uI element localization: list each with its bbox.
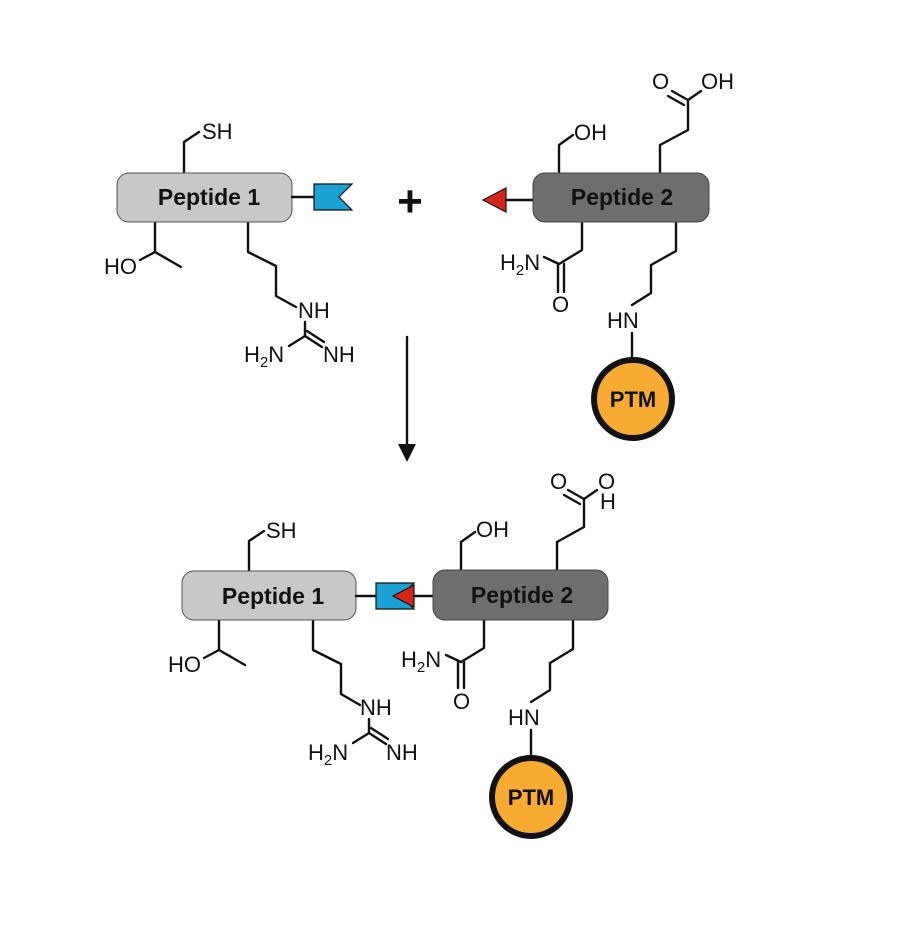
imine-label: NH [386, 740, 418, 765]
guanidine-double-bond-a [303, 334, 324, 349]
cys-side-chain-bond [247, 529, 266, 573]
plus-sign: + [397, 177, 423, 226]
lys-side-chain-bond [630, 220, 678, 307]
glu-hydroxyl-bond [686, 89, 703, 102]
amine-label: H2N [244, 342, 284, 371]
glu-hydroxyl-label: OH [701, 69, 734, 94]
hydroxyl-label: HO [168, 652, 201, 677]
red-triangle-tag-icon [481, 187, 507, 213]
peptide-1-label: Peptide 1 [222, 583, 324, 609]
asn-side-chain-bond [557, 220, 584, 266]
lys-hn-label: HN [508, 705, 540, 730]
glu-carbonyl-bond-b [666, 94, 686, 107]
peptide-2-label: Peptide 2 [471, 582, 573, 608]
asn-amide-n-bond [444, 653, 463, 664]
peptide-1-label: Peptide 1 [158, 184, 260, 210]
ser-hydroxyl-label: OH [574, 120, 607, 145]
ser-side-chain-bond [459, 530, 477, 572]
thr-side-chain-bond [138, 220, 157, 262]
ptm-label: PTM [508, 785, 554, 810]
guanidine-double-bond-a [367, 731, 388, 746]
peptide-2-box [432, 569, 609, 621]
product-peptide-2: OH O O H H2N O HN PTM Peptide 2 [401, 469, 616, 839]
product-peptide-1: SH HO NH H2N NH Peptide 1 [168, 518, 418, 769]
reactant-peptide-1: SH HO NH H2N NH Peptide 1 [104, 119, 355, 371]
guanidine-double-bond-b [305, 329, 326, 344]
glu-hydroxyl-bond [582, 488, 599, 501]
lys-side-chain-bond [529, 618, 575, 704]
arg-nh-label: NH [360, 695, 392, 720]
lys-hn-label: HN [607, 308, 639, 333]
thr-methyl-bond [153, 250, 183, 269]
arg-side-chain-bond [246, 220, 298, 309]
blue-flag-tag-icon [313, 183, 354, 211]
reaction-arrow [398, 335, 416, 462]
asn-amide-n-bond [542, 255, 561, 266]
asn-amide-label: H2N [500, 250, 540, 279]
down-arrow-icon [398, 444, 416, 462]
glu-hydroxyl-h-label: H [600, 489, 616, 514]
hydroxyl-label: HO [104, 254, 137, 279]
peptide-2-box [532, 172, 710, 223]
guanidine-left-bond [287, 334, 307, 348]
cys-side-chain-bond [182, 130, 201, 175]
ptm-circle [591, 357, 675, 441]
peptide-2-label: Peptide 2 [571, 184, 673, 210]
thiol-label: SH [266, 518, 297, 543]
asn-side-chain-bond [459, 618, 486, 664]
glu-hydroxyl-o-label: O [598, 469, 615, 494]
ser-hydroxyl-label: OH [476, 517, 509, 542]
thiol-label: SH [202, 119, 233, 144]
ligation-junction [354, 582, 435, 610]
glu-carbonyl-bond-b [562, 493, 582, 506]
thr-methyl-bond [217, 648, 247, 667]
glu-side-chain-bond [658, 98, 690, 175]
glu-carbonyl-bond-a [670, 89, 690, 102]
ptm-circle [489, 755, 573, 839]
asn-carbonyl-o-label: O [552, 292, 569, 317]
amine-label: H2N [308, 740, 348, 769]
guanidine-left-bond [351, 731, 371, 745]
glu-carbonyl-o-label: O [550, 469, 567, 494]
arg-nh-label: NH [298, 298, 330, 323]
reactant-peptide-2: OH O OH H2N O HN PTM Peptide 2 [481, 69, 734, 441]
glu-side-chain-bond [555, 497, 586, 572]
arg-side-chain-bond [311, 618, 362, 707]
glu-carbonyl-bond-a [566, 488, 586, 501]
ser-side-chain-bond [557, 133, 575, 175]
imine-label: NH [323, 342, 355, 367]
glu-carbonyl-o-label: O [652, 69, 669, 94]
asn-carbonyl-o-label: O [453, 689, 470, 714]
ptm-label: PTM [610, 387, 656, 412]
asn-amide-label: H2N [401, 647, 441, 676]
guanidine-double-bond-b [369, 726, 390, 741]
thr-side-chain-bond [202, 618, 221, 660]
